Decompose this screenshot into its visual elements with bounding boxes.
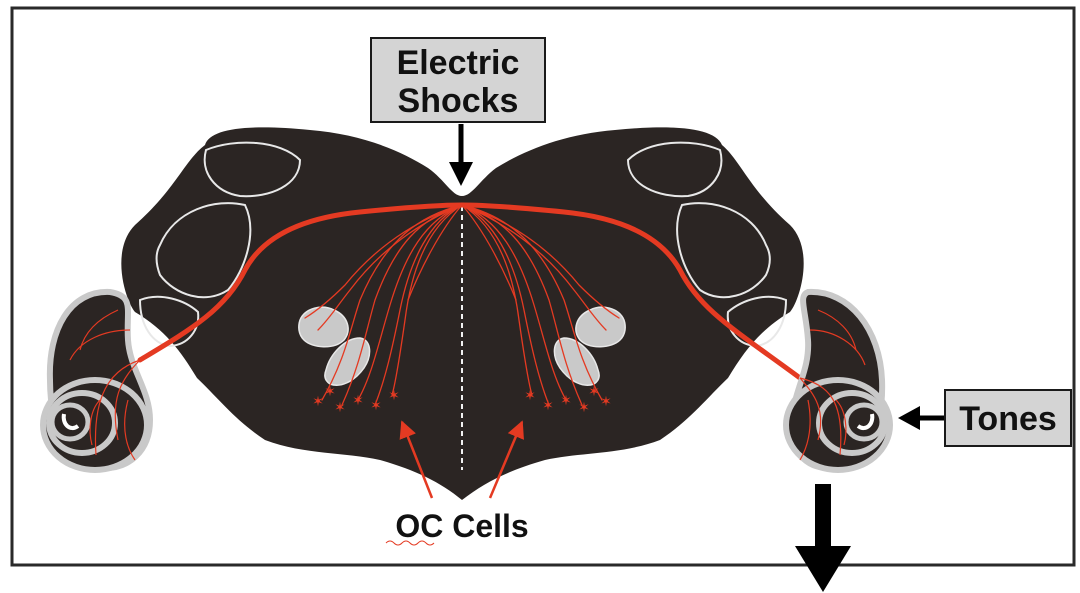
oc-cell-body: ✶	[560, 393, 572, 409]
oc-cells-label: OC Cells	[395, 508, 528, 544]
oc-cell-body: ✶	[370, 398, 382, 414]
electric-shocks-line2: Shocks	[398, 82, 519, 120]
left-lso-nucleus	[299, 307, 348, 347]
oc-cell-body: ✶	[578, 400, 590, 416]
oc-cell-body: ✶	[312, 394, 324, 410]
oc-cell-body: ✶	[588, 384, 600, 400]
oc-cell-body: ✶	[352, 393, 364, 409]
oc-cell-body: ✶	[524, 388, 536, 404]
oc-cell-body: ✶	[542, 398, 554, 414]
output-arrowhead	[795, 546, 851, 592]
oc-cell-body: ✶	[324, 384, 336, 400]
output-arrow-shaft	[815, 484, 831, 550]
electric-shocks-line1: Electric	[397, 44, 520, 82]
oc-cell-body: ✶	[334, 400, 346, 416]
tones-label: Tones	[959, 400, 1057, 438]
right-lso-nucleus	[576, 307, 625, 347]
left-cochlea-turn-3	[52, 405, 88, 439]
oc-cell-body: ✶	[388, 388, 400, 404]
oc-cell-body: ✶	[600, 394, 612, 410]
right-cochlea-turn-3	[846, 405, 882, 439]
